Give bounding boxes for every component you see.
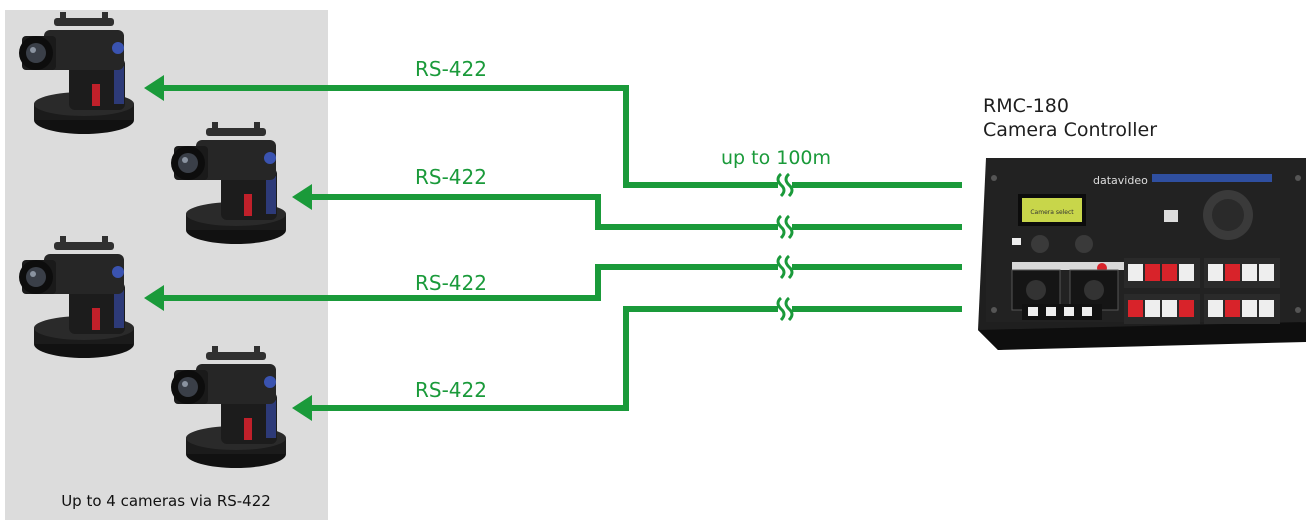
- connection-2: RS-422: [292, 165, 962, 241]
- connection-label: RS-422: [415, 271, 487, 295]
- controller-description: Camera Controller: [983, 119, 1157, 141]
- cable-break-icon: [776, 253, 794, 281]
- controller-lcd: Camera select: [1030, 209, 1074, 216]
- connection-label: RS-422: [415, 165, 487, 189]
- cable-break-icon: [776, 171, 794, 199]
- connection-4: RS-422: [292, 295, 962, 421]
- controller-brand: datavideo: [1093, 174, 1148, 187]
- connection-1: RS-422: [144, 57, 962, 199]
- distance-label: up to 100m: [721, 147, 831, 169]
- connection-label: RS-422: [415, 378, 487, 402]
- cameras-caption: Up to 4 cameras via RS-422: [61, 492, 271, 510]
- rmc-180-controller-icon: datavideo Camera select: [978, 158, 1306, 350]
- connection-label: RS-422: [415, 57, 487, 81]
- cable-break-icon: [776, 295, 794, 323]
- connection-3: RS-422: [144, 253, 962, 311]
- cable-break-icon: [776, 213, 794, 241]
- controller-model: RMC-180: [983, 95, 1069, 117]
